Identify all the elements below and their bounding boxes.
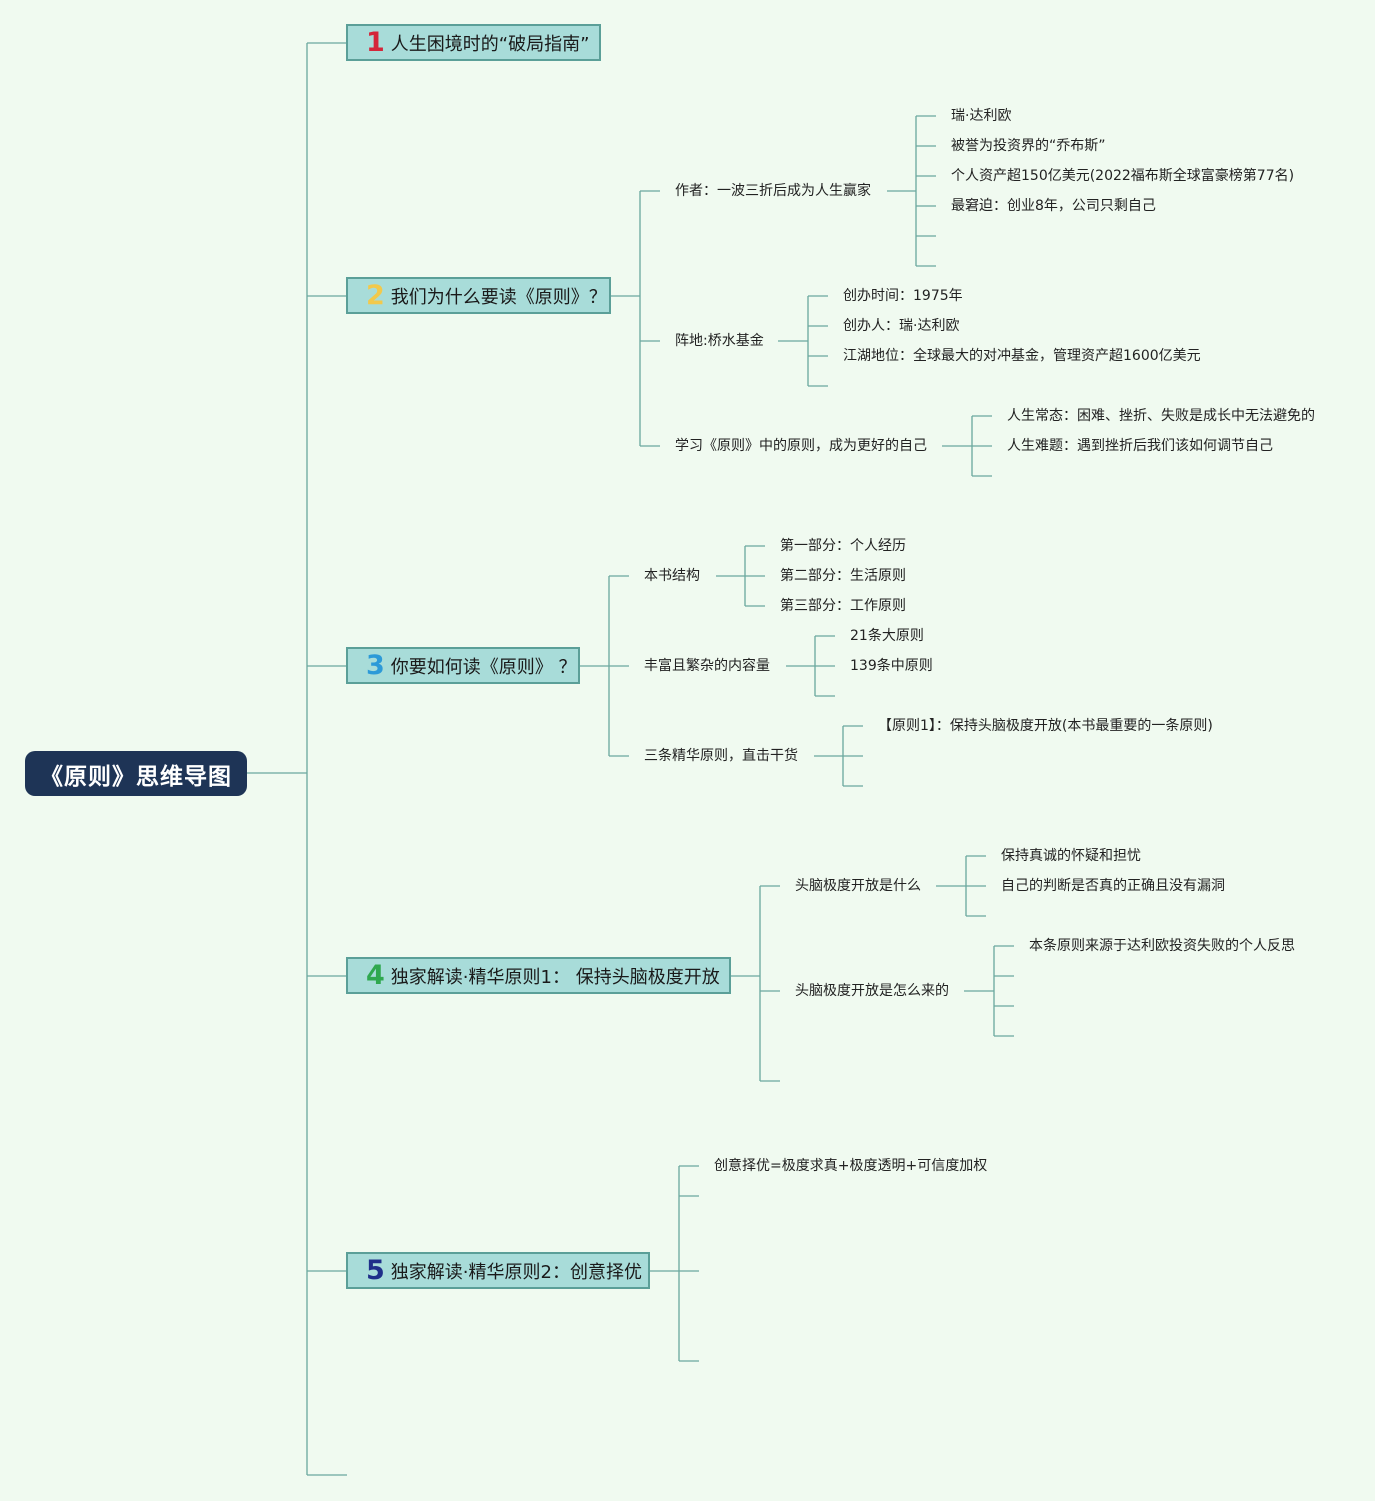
node-b2-author[interactable]: 作者：一波三折后成为人生赢家 [675,183,871,199]
leaf-b4-what-1[interactable]: 保持真诚的怀疑和担忧 [1001,848,1141,864]
connector-branch-5 [650,1165,699,1362]
connector-b2-learn [942,415,992,477]
connector-b4-what [936,855,986,917]
branch-5-label: 独家解读·精华原则2：创意择优 [390,1261,642,1283]
leaf-b3-structure-2[interactable]: 第二部分：生活原则 [780,568,906,584]
node-b2-fund[interactable]: 阵地:桥水基金 [675,333,764,349]
leaf-b2-fund-3[interactable]: 江湖地位：全球最大的对冲基金，管理资产超1600亿美元 [843,348,1201,364]
connector-b3-content [786,635,835,697]
connector-branch-2 [611,190,660,447]
leaf-b4-what-2[interactable]: 自己的判断是否真的正确且没有漏洞 [1001,878,1225,894]
leaf-b2-fund-1[interactable]: 创办时间：1975年 [843,288,963,304]
branch-1-label: 人生困境时的“破局指南” [390,33,590,55]
leaf-b3-structure-3[interactable]: 第三部分：工作原则 [780,598,906,614]
root-node[interactable]: 《原则》思维导图 [25,751,247,796]
leaf-b3-structure-1[interactable]: 第一部分：个人经历 [780,538,906,554]
leaf-b2-author-1[interactable]: 瑞·达利欧 [951,108,1012,124]
node-b3-content[interactable]: 丰富且繁杂的内容量 [644,658,770,674]
connector-root-trunk [247,42,347,1476]
branch-1[interactable]: 1 人生困境时的“破局指南” [346,24,601,61]
leaf-b2-author-2[interactable]: 被誉为投资界的“乔布斯” [951,138,1106,154]
connector-b2-author [887,115,936,267]
leaf-b2-learn-2[interactable]: 人生难题：遇到挫折后我们该如何调节自己 [1007,438,1273,454]
branch-5[interactable]: 5 独家解读·精华原则2：创意择优 [346,1252,650,1289]
branch-1-number: 1 [366,27,385,58]
branch-3-number: 3 [366,650,385,681]
leaf-b5-1[interactable]: 创意择优=极度求真+极度透明+可信度加权 [714,1158,988,1174]
leaf-b3-content-2[interactable]: 139条中原则 [850,658,933,674]
branch-2[interactable]: 2 我们为什么要读《原则》？ [346,277,611,314]
branch-4-label: 独家解读·精华原则1： 保持头脑极度开放 [390,966,720,988]
branch-4-number: 4 [366,960,385,991]
node-b4-what[interactable]: 头脑极度开放是什么 [795,878,921,894]
branch-2-number: 2 [366,280,385,311]
branch-5-number: 5 [366,1255,385,1286]
leaf-b2-fund-2[interactable]: 创办人：瑞·达利欧 [843,318,960,334]
leaf-b2-author-4[interactable]: 最窘迫：创业8年，公司只剩自己 [951,198,1156,214]
leaf-b2-author-3[interactable]: 个人资产超150亿美元(2022福布斯全球富豪榜第77名) [951,168,1295,184]
connector-b4-how [964,945,1014,1037]
leaf-b3-three-1[interactable]: 【原则1】：保持头脑极度开放(本书最重要的一条原则) [878,718,1213,734]
connector-b3-structure [716,545,765,607]
node-b3-structure[interactable]: 本书结构 [644,568,700,584]
node-b3-three[interactable]: 三条精华原则，直击干货 [644,748,798,764]
branch-3-label: 你要如何读《原则》 ？ [390,656,577,678]
node-b2-learn[interactable]: 学习《原则》中的原则，成为更好的自己 [675,438,927,454]
node-b4-how[interactable]: 头脑极度开放是怎么来的 [795,983,949,999]
branch-4[interactable]: 4 独家解读·精华原则1： 保持头脑极度开放 [346,957,731,994]
connector-branch-3 [580,575,629,757]
leaf-b2-learn-1[interactable]: 人生常态：困难、挫折、失败是成长中无法避免的 [1007,408,1315,424]
branch-2-label: 我们为什么要读《原则》？ [390,286,607,308]
leaf-b4-how-1[interactable]: 本条原则来源于达利欧投资失败的个人反思 [1029,938,1295,954]
connector-branch-4 [731,885,780,1082]
branch-3[interactable]: 3 你要如何读《原则》 ？ [346,647,580,684]
connector-b3-three [814,725,863,787]
leaf-b3-content-1[interactable]: 21条大原则 [850,628,924,644]
connector-b2-fund [778,295,828,387]
